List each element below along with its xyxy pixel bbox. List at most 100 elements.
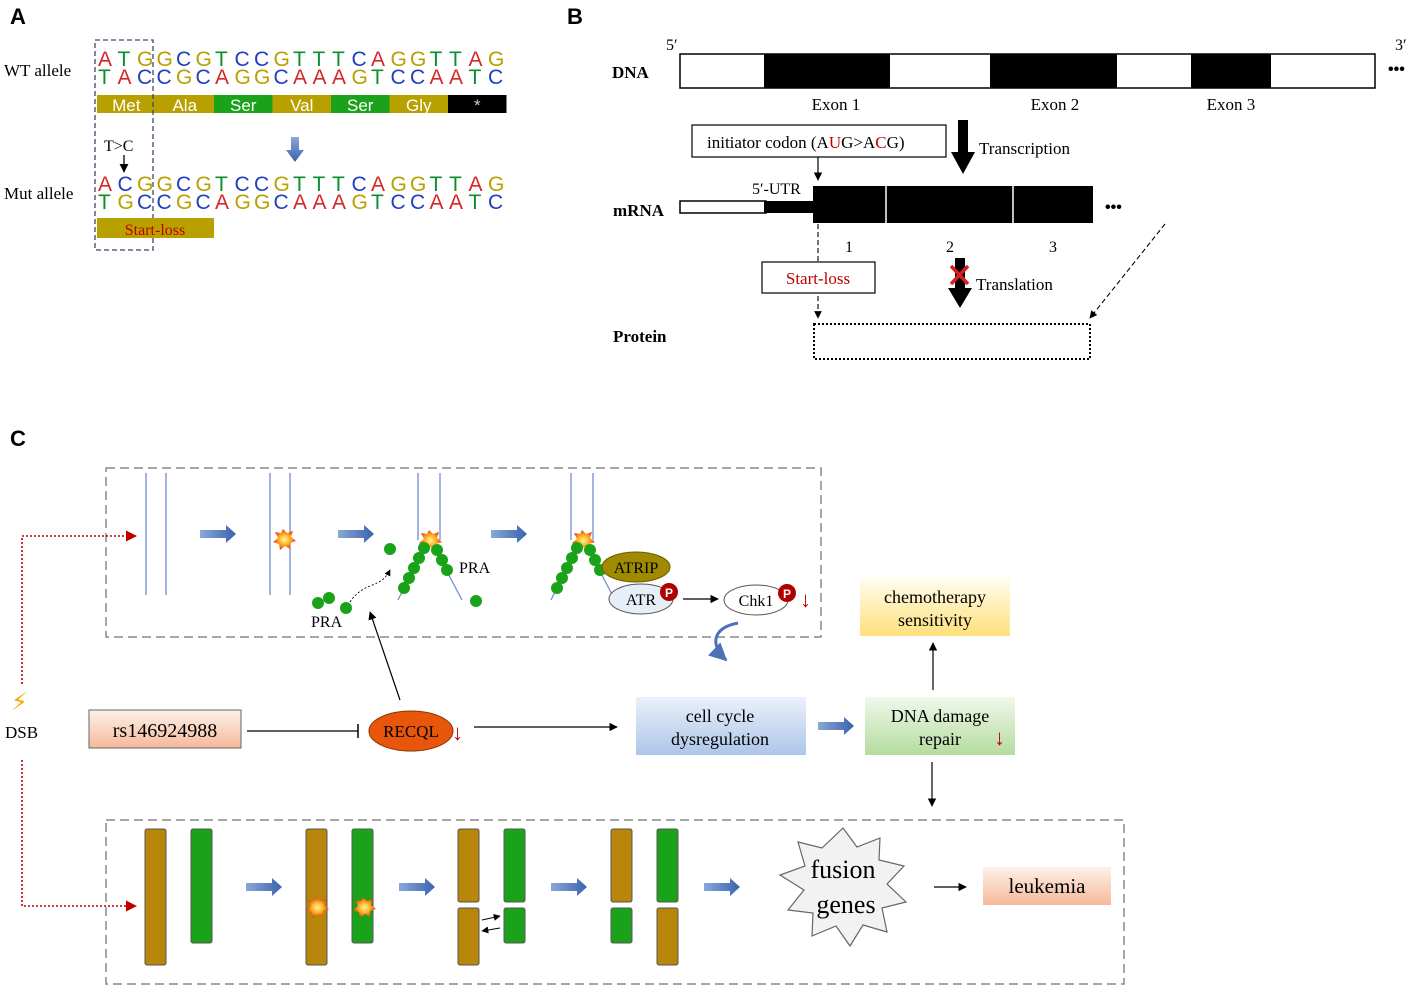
nucleotide: G — [235, 66, 251, 89]
dsb-link-bottom — [21, 760, 138, 912]
nucleotide: A — [449, 191, 463, 214]
wt-to-mut-arrow — [286, 137, 304, 162]
pra-protein — [561, 562, 573, 574]
pra-protein — [413, 552, 425, 564]
pra-protein — [418, 542, 430, 554]
pra-free-proteins — [312, 543, 482, 614]
chemo-label-1: chemotherapy — [884, 587, 986, 607]
pra-protein — [340, 602, 352, 614]
fusion-label-2: genes — [816, 890, 875, 919]
nucleotide: A — [430, 66, 444, 89]
pra-protein — [551, 582, 563, 594]
nucleotide: C — [254, 173, 269, 196]
nucleotide: C — [137, 191, 152, 214]
mrna-exons — [813, 186, 1093, 223]
chemo-sensitivity-box — [860, 578, 1010, 636]
nucleotide: C — [196, 191, 211, 214]
initiator-codon-label: initiator codon (AUG>ACG) — [707, 133, 905, 152]
nucleotide: C — [196, 66, 211, 89]
nucleotide: A — [215, 191, 229, 214]
nucleotide: C — [157, 66, 172, 89]
pra-protein — [384, 543, 396, 555]
broken-chromosome-pair — [305, 828, 376, 966]
panel-label-b: B — [567, 4, 583, 29]
mut-allele-label: Mut allele — [4, 184, 73, 203]
amino-acid-label: Val — [290, 96, 313, 115]
nucleotide: C — [410, 191, 425, 214]
amino-acid-cell — [155, 95, 214, 113]
transcription-label: Transcription — [979, 139, 1070, 158]
nucleotide: G — [274, 173, 290, 196]
downstream-dashed — [1089, 223, 1166, 319]
panel-label-c: C — [10, 426, 26, 451]
ssa-pathway-frame — [105, 467, 822, 638]
initiator-codon-box — [691, 124, 947, 158]
nucleotide: A — [313, 191, 327, 214]
exon-3-block — [1191, 54, 1271, 88]
svg-text:ATRIP: ATRIP — [614, 560, 659, 577]
mutation-label: T>C — [104, 138, 133, 155]
pra-label-free: PRA — [311, 614, 343, 631]
pra-protein — [431, 544, 443, 556]
process-arrow — [491, 525, 527, 543]
svg-text:Chk1: Chk1 — [739, 593, 774, 610]
nucleotide: G — [488, 173, 504, 196]
amino-acid-cell — [389, 95, 448, 113]
nucleotide: A — [98, 48, 112, 71]
mrna-utr-white — [679, 200, 767, 214]
nucleotide: C — [157, 191, 172, 214]
leukemia-box — [983, 867, 1111, 905]
amino-acid-cell — [331, 95, 390, 113]
lightning-icon: ⚡ — [11, 689, 28, 716]
start-loss-box-label: Start-loss — [786, 269, 850, 288]
nucleotide: C — [235, 173, 250, 196]
nucleotide: A — [215, 66, 229, 89]
rs-variant-label: rs146924988 — [113, 720, 217, 742]
nucleotide: G — [410, 48, 426, 71]
dna-damage-label-1: DNA damage — [891, 706, 989, 726]
start-loss-bar — [97, 218, 214, 238]
nucleotide: T — [293, 173, 306, 196]
three-prime-label: 3′ — [1395, 37, 1407, 54]
pra-protein — [312, 597, 324, 609]
dna-damage-repair-box — [865, 697, 1015, 755]
nucleotide: G — [488, 48, 504, 71]
process-arrow — [338, 525, 374, 543]
start-loss-box — [761, 261, 876, 294]
amino-acid-label: * — [474, 96, 481, 115]
nucleotide: T — [98, 191, 111, 214]
nucleotide: G — [118, 191, 134, 214]
translocated-chromosome-pair — [610, 828, 679, 966]
mrna-exon-number-2: 2 — [946, 239, 954, 256]
translocation-frame — [105, 819, 1125, 985]
five-prime-label: 5′ — [666, 37, 678, 54]
exon-2-label: Exon 2 — [1031, 95, 1080, 114]
transcription-arrow — [951, 120, 975, 174]
cell-cycle-label-2: dysregulation — [671, 729, 769, 749]
nucleotide: T — [469, 66, 482, 89]
recql-protein: RECQL — [368, 710, 454, 752]
nucleotide: G — [137, 48, 153, 71]
nucleotide: G — [157, 173, 173, 196]
mrna-exon-number-1: 1 — [845, 239, 853, 256]
process-arrow — [200, 525, 236, 543]
pra-bound-chain — [398, 542, 453, 594]
nucleotide: A — [332, 66, 346, 89]
translation-blocked-icon — [949, 264, 970, 286]
nucleotide: A — [118, 66, 132, 89]
nucleotide: A — [449, 66, 463, 89]
nucleotide: C — [137, 66, 152, 89]
svg-text:ATR: ATR — [626, 592, 657, 609]
amino-acid-label: Gly — [406, 96, 432, 115]
nucleotide: G — [196, 48, 212, 71]
nucleotide: C — [352, 173, 367, 196]
nucleotide: A — [332, 191, 346, 214]
nucleotide: C — [391, 191, 406, 214]
exon-2-block — [990, 54, 1117, 88]
nucleotide: C — [352, 48, 367, 71]
svg-text:P: P — [665, 586, 673, 600]
nucleotide: C — [391, 66, 406, 89]
nucleotide: C — [254, 48, 269, 71]
